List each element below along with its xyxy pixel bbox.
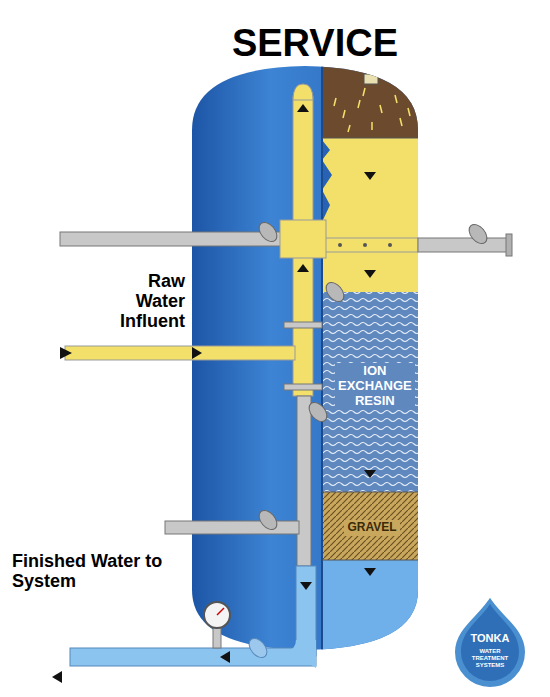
valve-symbol [256, 219, 281, 245]
tank-cutaway [364, 74, 378, 84]
flow-arrow [60, 347, 72, 359]
tank-cutaway [348, 125, 350, 132]
tank-cutaway [364, 568, 376, 576]
tank-cutaway [364, 172, 376, 180]
flow-arrow [300, 582, 312, 590]
tank-cutaway [371, 122, 373, 130]
pressure-gauge [217, 608, 224, 615]
tank-cutaway [321, 60, 323, 660]
tank-cutaway [364, 270, 376, 278]
title: SERVICE [215, 22, 415, 65]
pipe [280, 84, 326, 566]
pipe [165, 521, 299, 534]
tank-cutaway [322, 138, 418, 139]
logo-tagline: WATER TREATMENT SYSTEMS [464, 648, 516, 669]
pipe [165, 521, 299, 534]
pressure-gauge [204, 602, 230, 628]
flow-arrow [220, 651, 230, 663]
valve-symbol [256, 219, 281, 245]
pipe [65, 346, 295, 360]
flow-arrow [192, 347, 202, 359]
pipe [70, 648, 316, 666]
pipe [65, 346, 295, 360]
tank-cutaway [358, 100, 360, 108]
distributor-holes [388, 243, 392, 247]
tank-cutaway [322, 292, 422, 494]
pipe [286, 640, 316, 668]
distributor-holes [363, 243, 367, 247]
tank-cutaway [400, 118, 402, 126]
pipe [284, 322, 322, 328]
flow-arrow [52, 671, 62, 683]
tank-cutaway [322, 560, 418, 561]
logo-name: TONKA [458, 632, 522, 644]
flow-arrow [60, 347, 202, 359]
pipe [280, 220, 326, 258]
valve-symbol [256, 507, 281, 533]
bed-label: ION EXCHANGE RESIN [335, 363, 415, 410]
pipe [506, 234, 512, 256]
gravel-bed: GRAVEL [328, 514, 416, 536]
pipe [70, 566, 316, 668]
tank-cutaway [322, 492, 418, 493]
tank-cutaway [322, 138, 422, 294]
resin-bed: ION EXCHANGE RESIN [332, 360, 414, 413]
pipe [293, 84, 313, 100]
distributor-holes [338, 243, 342, 247]
flow-arrow [297, 264, 309, 272]
tank-cutaway [343, 110, 345, 118]
valve-symbol [466, 221, 491, 247]
valve-symbol [323, 279, 348, 305]
flow-arrow [297, 104, 309, 112]
outlet-label: Finished Water to System [12, 552, 187, 592]
tank-cutaway [322, 140, 332, 222]
valve-symbol [246, 635, 271, 661]
tank-cutaway [408, 108, 410, 116]
tank-cutaway [322, 60, 422, 660]
tank-cutaway [364, 470, 376, 478]
pipe [284, 384, 322, 390]
pipe [297, 396, 311, 566]
tank-cutaway [395, 95, 397, 103]
water-spray [334, 88, 410, 132]
pressure-gauge [204, 602, 230, 648]
distributor-holes [338, 243, 392, 247]
bed-label: GRAVEL [344, 520, 399, 536]
tank-cutaway [334, 98, 336, 106]
tank-cutaway [380, 105, 382, 113]
tank-cutaway [363, 88, 365, 96]
tank-cutaway [322, 492, 422, 562]
tank-cutaway [322, 560, 422, 655]
valve-symbol [246, 635, 271, 661]
tank-cutaway [322, 60, 422, 140]
logo-drop [454, 596, 526, 688]
logo-drop [454, 596, 526, 688]
flow-arrow [297, 104, 309, 272]
pipe [418, 238, 510, 252]
valve-symbol [466, 221, 491, 247]
pipe [312, 238, 418, 252]
flow-arrow [52, 582, 312, 683]
valve-symbol [256, 507, 281, 533]
pressure-gauge [213, 628, 221, 648]
valve-symbol [306, 399, 331, 425]
inlet-label: Raw Water Influent [95, 272, 185, 331]
